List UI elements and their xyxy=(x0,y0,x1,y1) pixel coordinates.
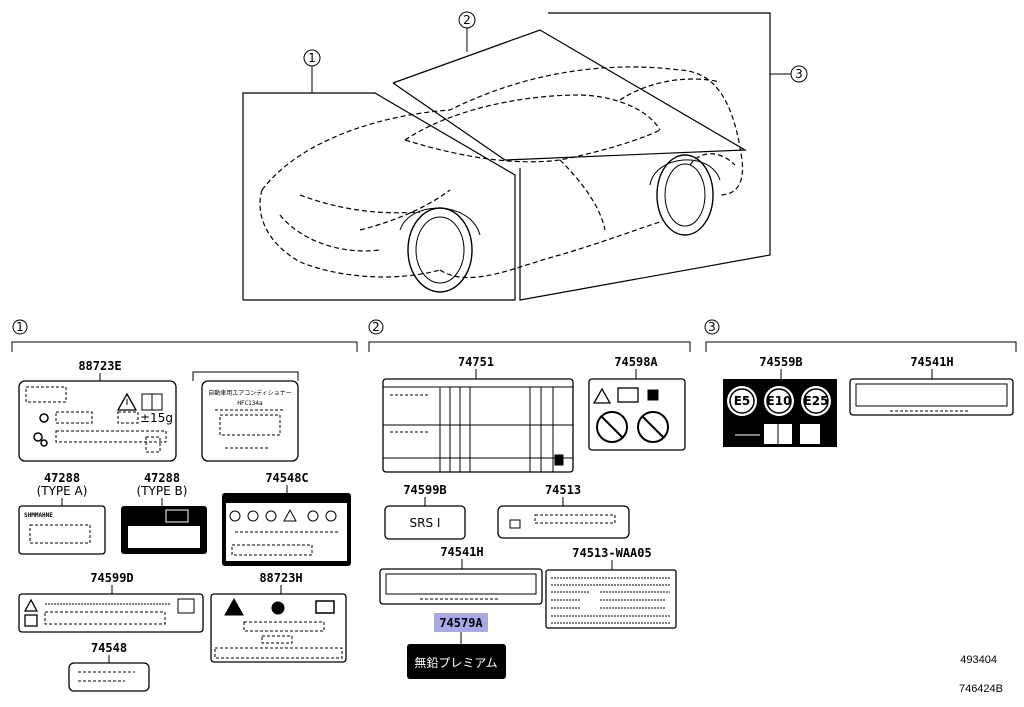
callout-3: 3 xyxy=(790,65,808,83)
svg-text:(TYPE B): (TYPE B) xyxy=(137,484,188,498)
svg-text:2: 2 xyxy=(463,13,471,27)
svg-text:E10: E10 xyxy=(767,394,792,408)
label-74548C xyxy=(222,493,351,566)
label-74559B-fuel-compat xyxy=(723,379,837,447)
part-74548[interactable]: 74548 xyxy=(91,641,127,655)
part-74579A[interactable]: 74579A xyxy=(439,616,483,630)
svg-text:2: 2 xyxy=(372,320,380,334)
part-74513-WAA05[interactable]: 74513-WAA05 xyxy=(572,546,651,560)
label-47288-type-a xyxy=(18,505,106,555)
part-74559B[interactable]: 74559B xyxy=(759,355,802,369)
svg-text:1: 1 xyxy=(308,51,316,65)
callout-2: 2 xyxy=(458,11,476,29)
svg-text:HFC134a: HFC134a xyxy=(237,400,263,407)
label-74548 xyxy=(68,662,150,692)
part-74541H-group2[interactable]: 74541H xyxy=(440,545,483,559)
svg-text:自動車用エアコンディショナー: 自動車用エアコンディショナー xyxy=(208,389,292,397)
group-1-header: 1 xyxy=(11,319,358,352)
reference-number-1: 493404 xyxy=(960,654,997,666)
part-74598A[interactable]: 74598A xyxy=(614,355,658,369)
group-3-header: 3 xyxy=(704,319,1017,352)
callout-1: 1 xyxy=(303,49,321,67)
svg-text:SRS I: SRS I xyxy=(410,516,441,530)
svg-text:3: 3 xyxy=(795,67,803,81)
label-ac-refrigerant xyxy=(192,371,299,462)
svg-text:3: 3 xyxy=(708,320,716,334)
label-74599D xyxy=(18,593,204,633)
part-74513[interactable]: 74513 xyxy=(545,483,581,497)
group-2-header: 2 xyxy=(368,319,691,352)
part-88723E[interactable]: 88723E xyxy=(78,359,121,373)
label-74513 xyxy=(497,505,630,539)
label-74541H-group3 xyxy=(849,378,1014,416)
label-74513-WAA05 xyxy=(545,569,677,629)
reference-number-2: 746424B xyxy=(959,683,1003,695)
svg-text:±15g: ±15g xyxy=(140,411,173,425)
label-74579A-fuel xyxy=(407,644,506,679)
part-74599B[interactable]: 74599B xyxy=(403,483,446,497)
label-74751-tire-pressure xyxy=(382,378,574,473)
label-74599B-srs xyxy=(384,505,466,540)
highlight-74579A xyxy=(434,613,488,632)
part-88723H[interactable]: 88723H xyxy=(259,571,302,585)
part-47288-type-a[interactable]: 47288 xyxy=(44,471,80,485)
svg-text:E5: E5 xyxy=(734,394,751,408)
label-74598A-airbag-warning xyxy=(588,378,686,451)
car-illustration xyxy=(242,12,771,301)
part-74541H-group3[interactable]: 74541H xyxy=(910,355,953,369)
svg-text:1: 1 xyxy=(16,320,24,334)
label-47288-type-b xyxy=(121,506,207,554)
callout-leaders xyxy=(311,28,791,93)
label-88723E xyxy=(18,380,177,462)
svg-text:SHMMAHNE: SHMMAHNE xyxy=(24,512,53,519)
svg-text:E25: E25 xyxy=(804,394,829,408)
label-74541H-group2 xyxy=(379,568,543,605)
svg-text:無鉛プレミアム: 無鉛プレミアム xyxy=(414,655,497,670)
part-47288-type-b[interactable]: 47288 xyxy=(144,471,180,485)
svg-text:(TYPE A): (TYPE A) xyxy=(37,484,88,498)
part-74751[interactable]: 74751 xyxy=(458,355,494,369)
part-74548C[interactable]: 74548C xyxy=(265,471,308,485)
part-74599D[interactable]: 74599D xyxy=(90,571,133,585)
label-88723H xyxy=(210,593,347,663)
